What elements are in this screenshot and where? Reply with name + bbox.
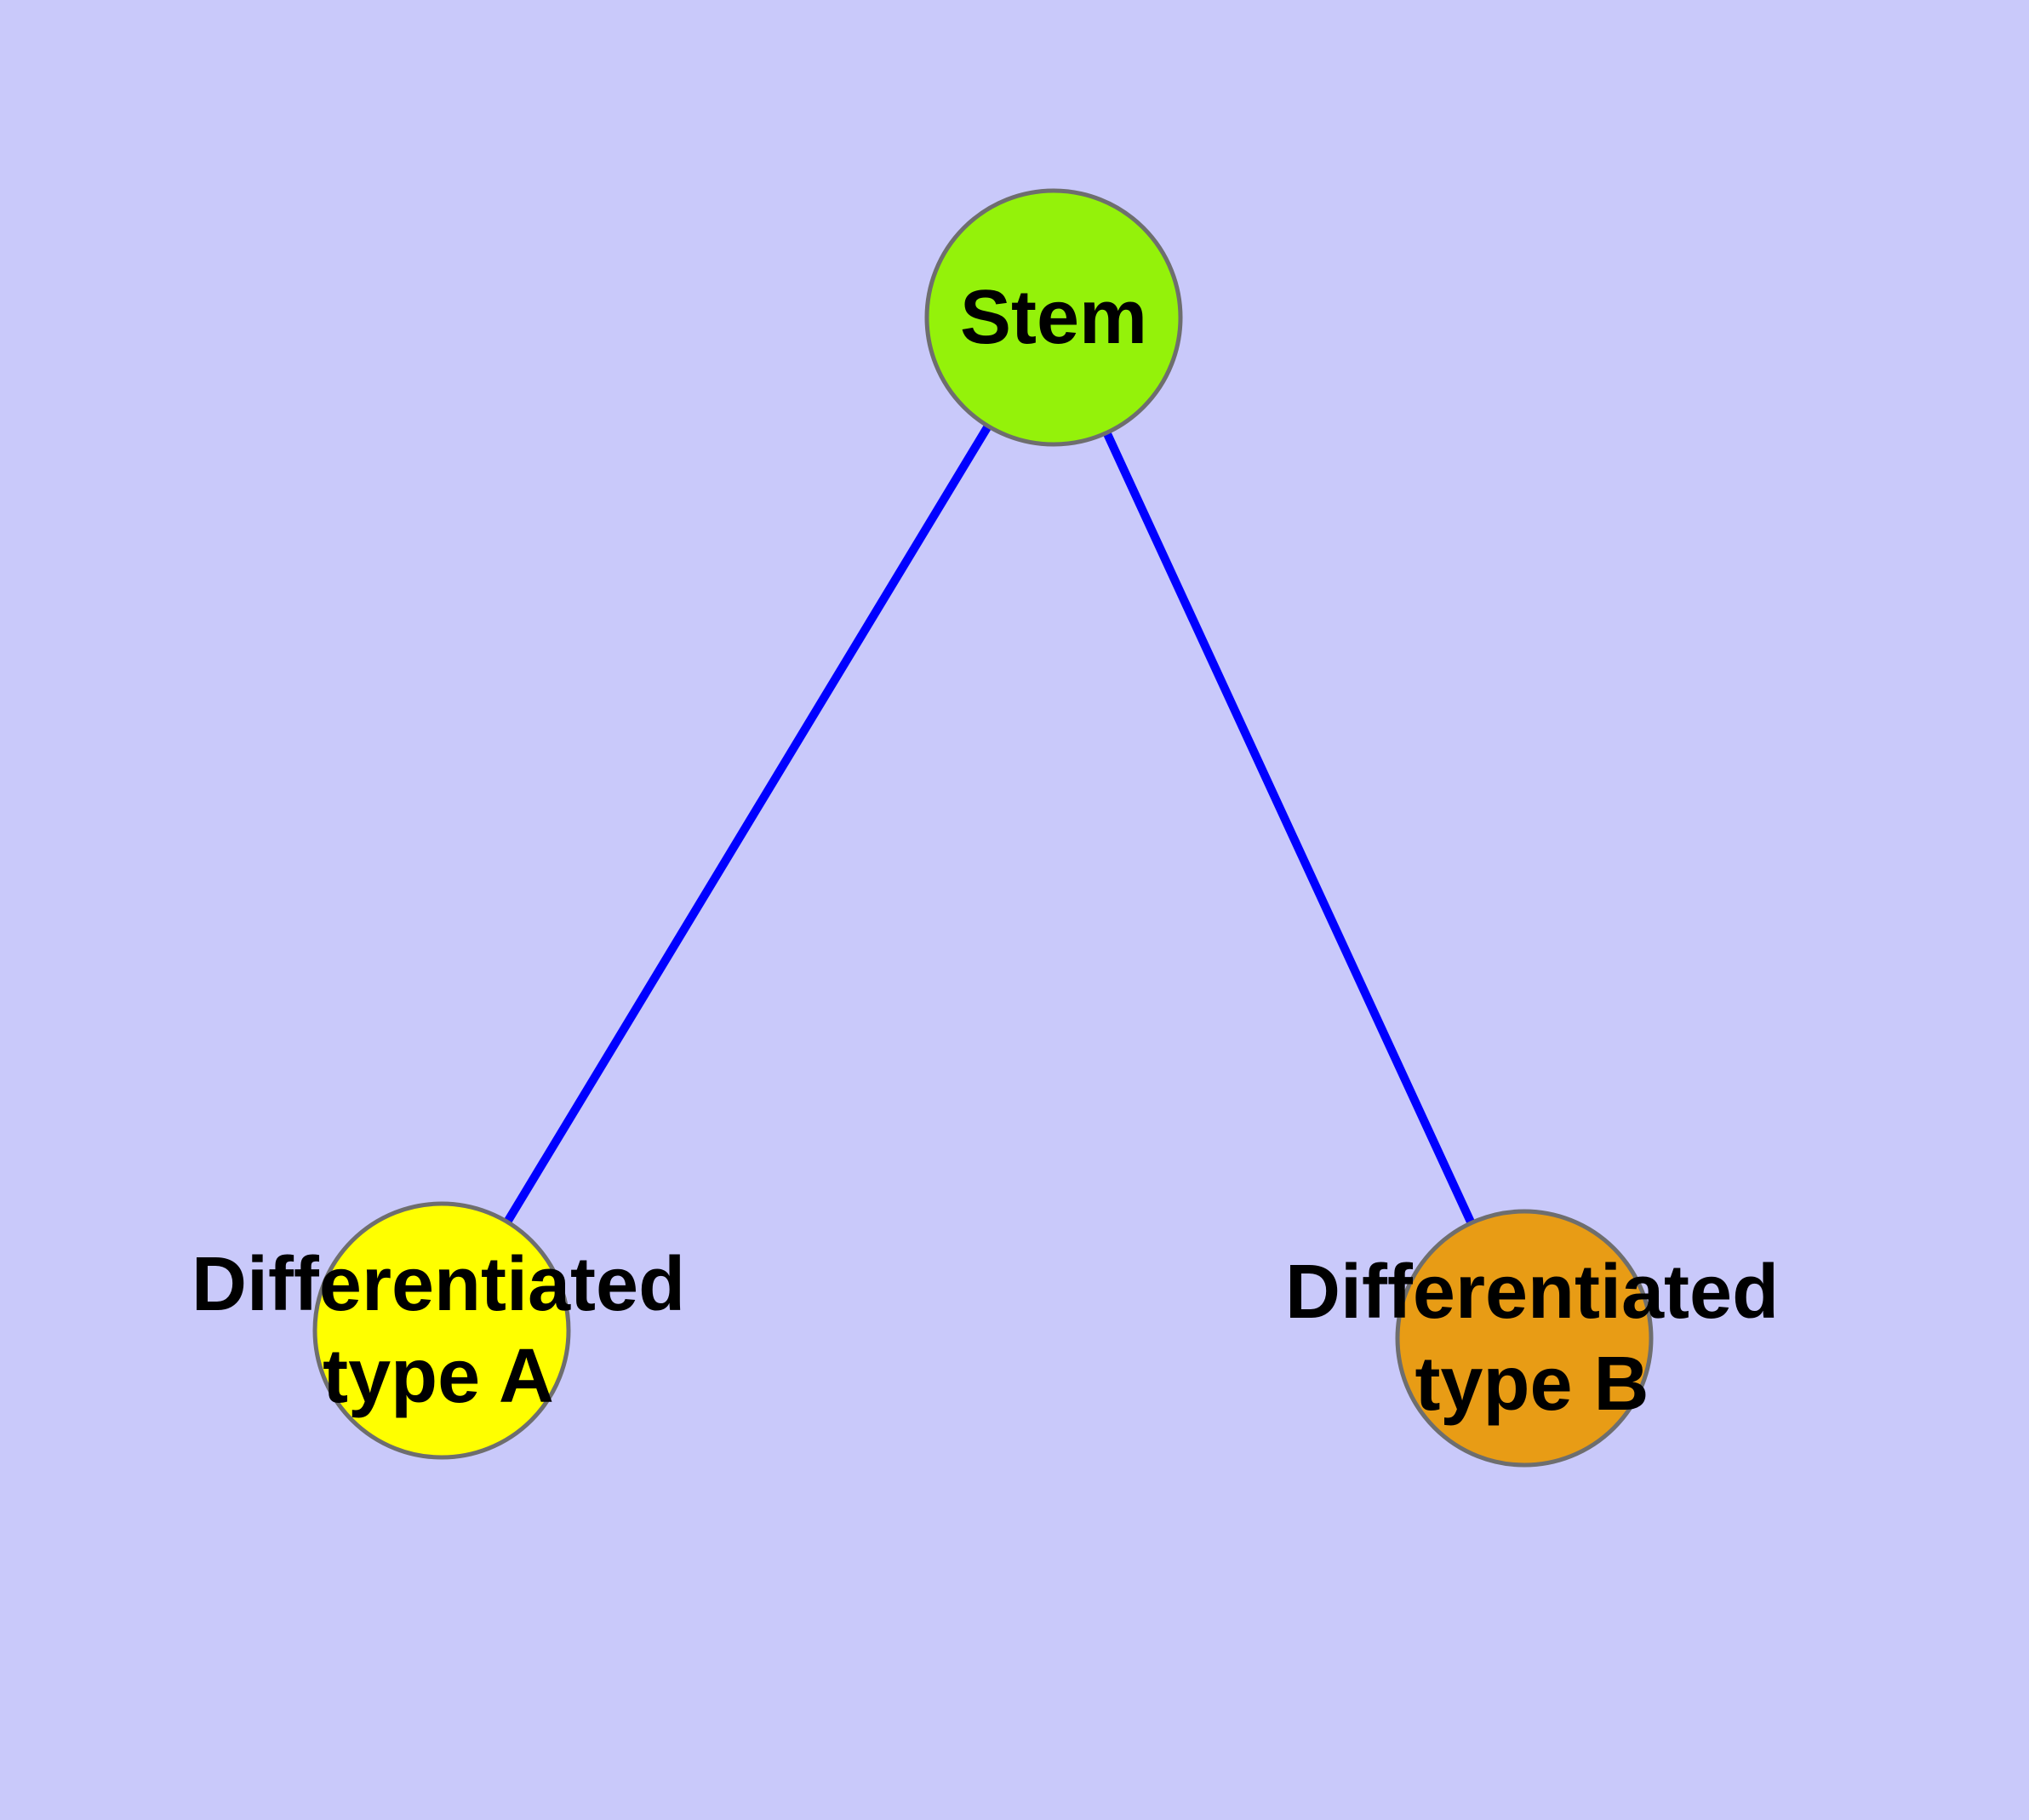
node-type-a-circle — [312, 1201, 571, 1460]
edge-stem-to-type-b — [1049, 315, 1529, 1341]
node-type-a-label-line2: type A — [323, 1334, 554, 1419]
node-stem-label: Stem — [960, 272, 1147, 363]
node-type-b-circle — [1395, 1209, 1654, 1468]
node-type-a-label: Differentiated type A — [191, 1239, 685, 1422]
edge-stem-to-type-a — [437, 315, 1058, 1333]
node-stem-circle — [924, 188, 1183, 447]
node-type-b-label-line1: Differentiated — [1284, 1250, 1780, 1335]
node-stem-label-text: Stem — [959, 275, 1148, 360]
node-type-b-label: Differentiated type B — [1285, 1246, 1779, 1430]
node-type-a-label-line1: Differentiated — [191, 1242, 686, 1327]
node-type-b-label-line2: type B — [1415, 1342, 1649, 1427]
